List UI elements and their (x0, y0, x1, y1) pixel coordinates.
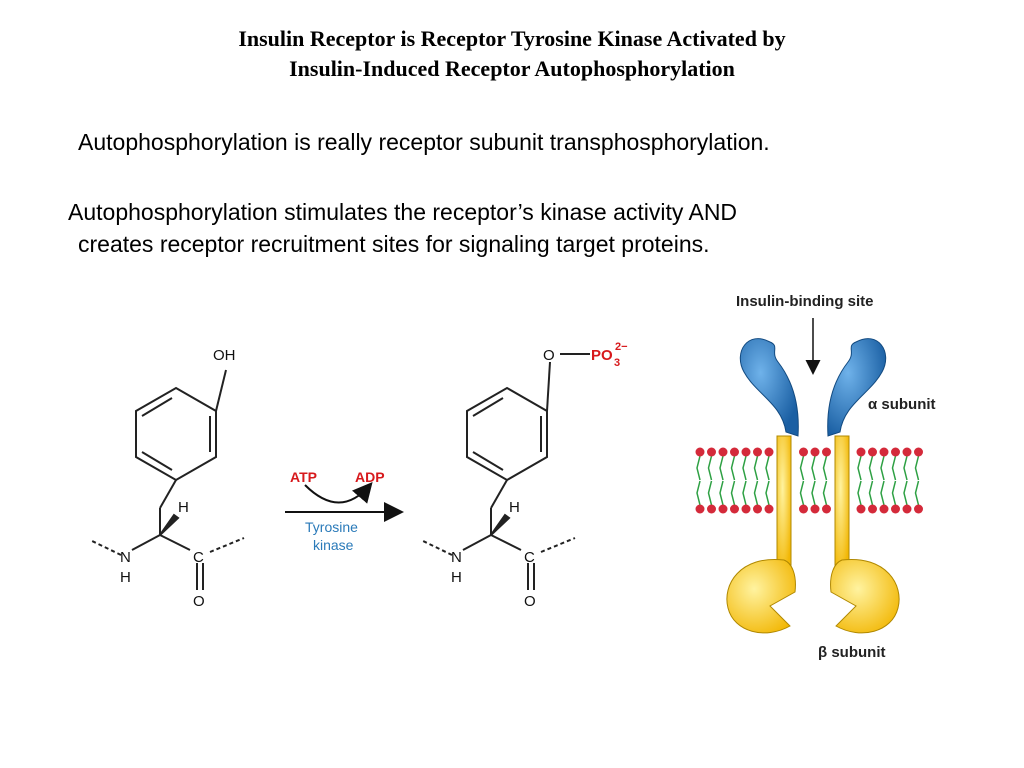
alpha-subunit-left (739, 338, 799, 437)
lipid-head (764, 504, 774, 514)
lipid-head (891, 504, 900, 514)
lipid-head (741, 447, 751, 457)
left-n-label: N (120, 549, 131, 566)
statement-kinase-activity-line-2: creates receptor recruitment sites for s… (78, 231, 710, 257)
beta-kinase-domain-right (830, 558, 900, 634)
lipid-head (856, 447, 866, 457)
lipid-tail (891, 455, 897, 506)
lipid-head (764, 447, 774, 457)
left-h-label: H (178, 499, 189, 516)
lipid-tail (811, 455, 816, 506)
lipid-tail (730, 455, 736, 506)
right-po-label: PO (591, 347, 613, 364)
alpha-subunit-right (827, 338, 887, 437)
membrane-lipid-heads (695, 447, 923, 514)
lipid-head (741, 504, 751, 514)
title-line-2: Insulin-Induced Receptor Autophosphoryla… (289, 56, 735, 81)
lipid-head (695, 504, 705, 514)
phosphotyrosine-structure (420, 353, 590, 590)
lipid-tail (799, 455, 805, 506)
left-o-label: O (193, 593, 205, 610)
right-o2-label: O (524, 593, 536, 610)
left-c-label: C (193, 549, 204, 566)
lipid-head (810, 504, 820, 514)
lipid-head (753, 504, 762, 514)
lipid-head (822, 504, 831, 514)
lipid-head (707, 504, 716, 514)
lipid-head (718, 447, 728, 457)
right-benzene-ring (466, 386, 548, 482)
lipid-head (753, 447, 762, 457)
right-c-label: C (524, 549, 535, 566)
lipid-tail (868, 455, 874, 506)
left-benzene-ring (135, 386, 217, 482)
lipid-head (902, 447, 912, 457)
lipid-head (856, 504, 866, 514)
lipid-head (799, 447, 808, 457)
beta-stalk-right (834, 435, 850, 567)
lipid-tail (903, 455, 908, 506)
lipid-head (914, 447, 923, 457)
lipid-head (879, 504, 889, 514)
enzyme-label-line-2: kinase (313, 537, 354, 553)
lipid-head (891, 447, 900, 457)
atp-label: ATP (290, 469, 317, 485)
lipid-tail (822, 455, 828, 506)
lipid-head (707, 447, 716, 457)
lipid-tail (753, 455, 759, 506)
lipid-head (868, 504, 877, 514)
beta-stalk-left (776, 435, 792, 567)
lipid-head (914, 504, 923, 514)
lipid-tail (719, 455, 724, 506)
membrane-lipid-tails (696, 455, 920, 506)
lipid-tail (880, 455, 885, 506)
lipid-head (879, 447, 889, 457)
lipid-head (822, 447, 831, 457)
left-oh-bond (215, 369, 227, 412)
lipid-head (695, 447, 705, 457)
lipid-tail (765, 455, 770, 506)
lipid-tail (914, 455, 920, 506)
reaction-arrow (285, 481, 404, 522)
right-n-label: N (451, 549, 462, 566)
lipid-tail (742, 455, 747, 506)
lipid-head (868, 447, 877, 457)
statement-transphosphorylation: Autophosphorylation is really receptor s… (78, 129, 770, 155)
lipid-head (799, 504, 808, 514)
title-line-1: Insulin Receptor is Receptor Tyrosine Ki… (238, 26, 786, 51)
beta-kinase-domain-left (726, 558, 796, 634)
lipid-head (730, 447, 739, 457)
lipid-head (810, 447, 820, 457)
statement-kinase-activity-line-1: Autophosphorylation stimulates the recep… (68, 199, 738, 225)
tyrosine-structure (89, 369, 245, 590)
right-h-label: H (509, 499, 520, 516)
left-nh-label: H (120, 569, 131, 586)
lipid-tail (857, 455, 862, 506)
right-po-subscript: 3 (614, 357, 620, 369)
right-o-label: O (543, 347, 555, 364)
beta-subunit-label: β subunit (818, 644, 885, 661)
insulin-receptor (695, 318, 923, 634)
enzyme-label-line-1: Tyrosine (305, 519, 358, 535)
adp-label: ADP (355, 469, 385, 485)
left-oh-label: OH (213, 347, 236, 364)
lipid-head (718, 504, 728, 514)
right-nh-label: H (451, 569, 462, 586)
alpha-subunit-label: α subunit (868, 396, 936, 413)
lipid-head (902, 504, 912, 514)
lipid-head (730, 504, 739, 514)
insulin-binding-site-label: Insulin-binding site (736, 293, 874, 310)
right-po-superscript: 2− (615, 341, 628, 353)
slide-title: Insulin Receptor is Receptor Tyrosine Ki… (0, 24, 1024, 84)
lipid-tail (696, 455, 701, 506)
lipid-tail (707, 455, 713, 506)
